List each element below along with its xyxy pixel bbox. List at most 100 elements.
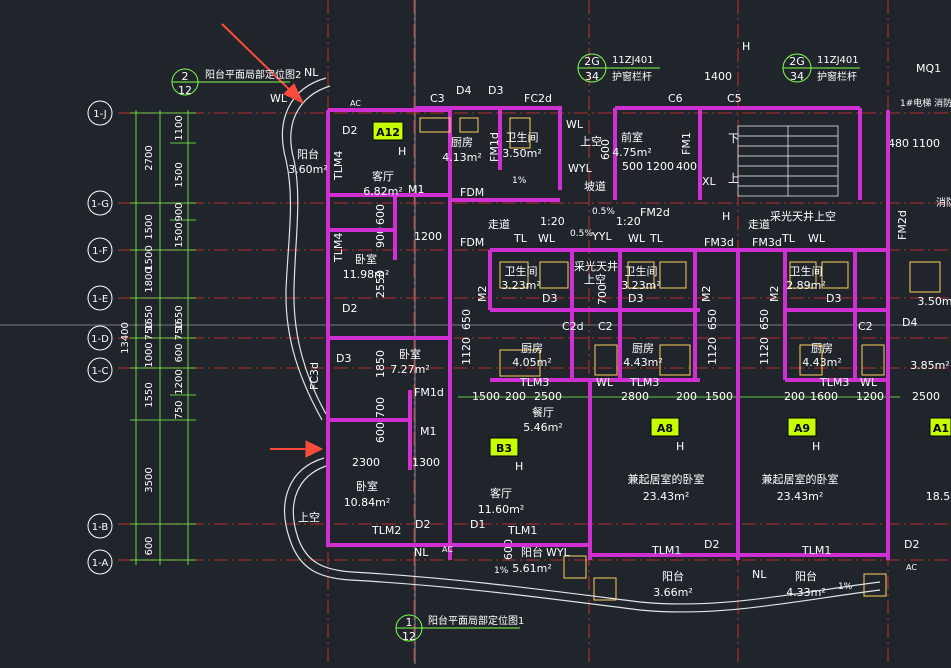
- dim-text: 1200: [646, 160, 674, 173]
- axis-label: 1-A: [92, 558, 109, 569]
- dim-text: 600: [374, 204, 387, 225]
- tag-labels: NL WL D2 C3 D4 D3 FC2d WL WYL YYL C6 C5 …: [270, 62, 941, 581]
- void-label: 上空: [580, 134, 602, 148]
- room-area: 4.43m²: [623, 356, 663, 369]
- dim-text: 1200: [856, 390, 884, 403]
- tag: FDM: [460, 236, 484, 249]
- dim-text: 1800: [144, 267, 155, 292]
- tag: WYL: [568, 162, 593, 175]
- tag: AC: [442, 545, 453, 554]
- dim-text: 1100: [174, 115, 185, 140]
- dim-text: 2300: [352, 456, 380, 469]
- tag: FM1d: [414, 386, 444, 399]
- room-area: 10.84m²: [344, 496, 391, 509]
- room-name: 厨房: [521, 342, 543, 355]
- balcony-outline: [281, 77, 881, 613]
- room-labels: 阳台 3.60m² 客厅 6.82m² 厨房 4.13m² 卫生间 3.50m²…: [288, 130, 951, 599]
- h-label: H: [722, 210, 730, 223]
- room-name: 阳台: [521, 545, 543, 559]
- room-area: 4.33m²: [786, 586, 826, 599]
- dim-text: 1500: [144, 214, 155, 239]
- dimension-text-outer: 2700 1500 1500 1800 1650 750 1000 1550 3…: [120, 145, 155, 555]
- dim-text: 1650: [174, 305, 185, 330]
- axis-bubble-1-F: 1-F: [87, 237, 113, 263]
- axis-bubble-1-A: 1-A: [87, 549, 113, 575]
- axis-label: 1-E: [92, 294, 108, 305]
- walls: [326, 106, 890, 560]
- tag: TL: [513, 232, 528, 245]
- room-area: 6.82m²: [363, 185, 403, 198]
- unit-label-A9: A9: [787, 417, 817, 437]
- dim-text: 700: [374, 397, 387, 418]
- unit-labels: A12 B3 A8 A9 A1: [372, 121, 951, 457]
- unit-label-text: A8: [657, 422, 673, 435]
- callout-text: 护窗栏杆: [817, 70, 857, 83]
- room-name: 卧室: [355, 252, 377, 266]
- tag: TLM1: [801, 544, 831, 557]
- room-name: 卫生间: [505, 264, 538, 278]
- dim-text: 500: [622, 160, 643, 173]
- tag: D2: [415, 518, 430, 531]
- axis-lines-horizontal: [118, 112, 951, 561]
- tag: C2: [598, 320, 613, 333]
- tag: FDM: [460, 186, 484, 199]
- tag: NL: [414, 546, 429, 559]
- room-name: 兼起居室的卧室: [762, 472, 839, 486]
- tag: WL: [860, 376, 878, 389]
- dim-text: 1500: [144, 245, 155, 270]
- callout-num: 2G: [789, 55, 805, 68]
- callout-den: 34: [790, 70, 804, 83]
- unit-label-text: B3: [496, 442, 512, 455]
- corridor-label: 走道: [748, 217, 770, 231]
- tag: WL: [270, 92, 288, 105]
- h-label: H: [398, 145, 406, 158]
- room-area: 3.23m²: [621, 279, 661, 292]
- axis-bubble-1-J: 1-J: [87, 100, 113, 126]
- axis-bubble-1-B: 1-B: [87, 513, 113, 539]
- axis-bubble-1-C: 1-C: [87, 357, 113, 383]
- annotation-arrows: [221, 23, 324, 458]
- ramp-label: 坡道: [584, 179, 606, 193]
- tag: TLM3: [629, 376, 659, 389]
- dim-text: 1600: [810, 390, 838, 403]
- dim-text: 600: [599, 139, 612, 160]
- dim-text: 2500: [534, 390, 562, 403]
- tag: D4: [456, 84, 471, 97]
- axis-label: 1-G: [91, 199, 109, 210]
- tag: D1: [470, 518, 485, 531]
- tag: FM3d: [752, 236, 782, 249]
- dim-text: 1500: [174, 162, 185, 187]
- dimension-text-horizontal: 1500 200 2500 2800 200 1500 200 1600 120…: [472, 390, 940, 403]
- room-name: 阳台: [795, 569, 817, 583]
- tag: C2d: [562, 320, 584, 333]
- dim-text: 750: [174, 321, 185, 340]
- dim-text: 600: [144, 536, 155, 555]
- dim-text: 650: [460, 309, 473, 330]
- callout-text: 护窗栏杆: [612, 70, 652, 83]
- room-name: 厨房: [811, 342, 833, 355]
- tag: M1: [420, 425, 437, 438]
- dim-text: 1550: [144, 382, 155, 407]
- tag: TLM4: [332, 233, 345, 263]
- room-area: 7.27m²: [390, 363, 430, 376]
- unit-label-text: A12: [376, 126, 400, 139]
- dim-text: 200: [676, 390, 697, 403]
- dim-text: 1400: [704, 70, 732, 83]
- tag: D2: [704, 538, 719, 551]
- room-area: 23.43m²: [643, 490, 690, 503]
- room-area: 3.50m: [917, 295, 951, 308]
- dim-text: 650: [706, 309, 719, 330]
- room-name: 卫生间: [506, 130, 539, 144]
- room-area: 3.50m²: [502, 147, 542, 160]
- callout-den: 12: [178, 84, 192, 97]
- tag: XL: [702, 175, 717, 188]
- callout-text: 阳台平面局部定位图1: [428, 614, 524, 627]
- dim-text: 2800: [621, 390, 649, 403]
- tag: NL: [752, 568, 767, 581]
- slope-label: 0.5%: [592, 207, 615, 217]
- dim-text: 1100: [912, 137, 940, 150]
- dim-text: 200: [784, 390, 805, 403]
- room-area: 2.89m²: [786, 279, 826, 292]
- axis-label: 1-C: [92, 366, 109, 377]
- room-name: 阳台: [662, 569, 684, 583]
